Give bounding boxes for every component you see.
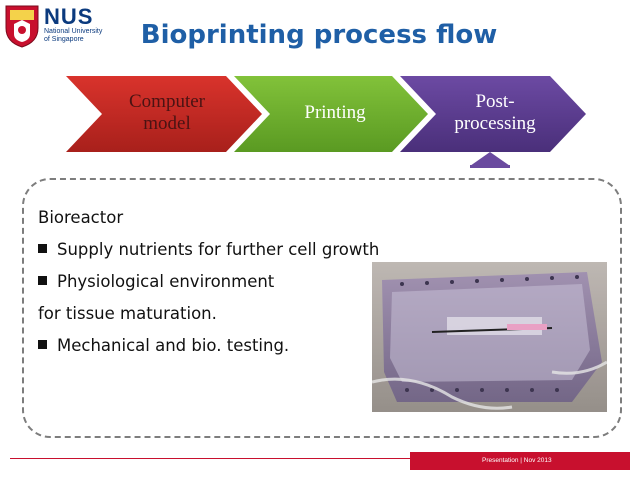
bullet-text-nutrients: Supply nutrients for further cell growth: [57, 240, 380, 259]
flow-label-post-processing: Post- processing: [430, 91, 560, 135]
footer-divider: [10, 458, 410, 459]
square-bullet-icon: [38, 276, 47, 285]
bullet-item: Mechanical and bio. testing.: [38, 330, 379, 362]
bioreactor-callout-panel: [22, 178, 622, 438]
callout-pointer: [470, 152, 510, 168]
bioreactor-description: Bioreactor Supply nutrients for further …: [38, 202, 379, 362]
bullet-item: Supply nutrients for further cell growth: [38, 234, 379, 266]
logo-subtitle-line1: National University: [44, 28, 103, 35]
flow-label-computer-model-line1: Computer: [129, 91, 205, 112]
flow-step-computer-model: [66, 76, 262, 152]
flow-label-computer-model-line2: model: [143, 113, 191, 134]
nus-logo: NUS National University of Singapore: [4, 4, 134, 50]
slide-title: Bioprinting process flow: [140, 20, 498, 50]
section-heading: Bioreactor: [38, 208, 124, 227]
bullet-text-testing: Mechanical and bio. testing.: [57, 336, 290, 355]
nus-crest-icon: [5, 5, 39, 48]
bullet-text-environment: Physiological environment: [57, 272, 275, 291]
bullet-item: Physiological environment: [38, 266, 379, 298]
flow-label-printing: Printing: [270, 102, 400, 124]
footer-text: Presentation | Nov 2013: [482, 457, 552, 464]
flow-label-post-processing-line1: Post-: [475, 91, 515, 112]
footer-bar: Presentation | Nov 2013: [410, 452, 630, 470]
continuation-text: for tissue maturation.: [38, 304, 217, 323]
square-bullet-icon: [38, 340, 47, 349]
flow-label-computer-model: Computer model: [102, 91, 232, 135]
process-flow-arrows: [66, 76, 586, 152]
process-flow: Computer model Printing Post- processing: [66, 74, 586, 154]
logo-subtitle-line2: of Singapore: [44, 36, 84, 43]
bioreactor-photo: [372, 262, 607, 412]
flow-step-post-processing: [400, 76, 586, 152]
logo-name: NUS: [44, 4, 94, 29]
flow-label-post-processing-line2: processing: [454, 113, 536, 134]
flow-step-printing: [234, 76, 428, 152]
flow-label-printing-line1: Printing: [304, 102, 366, 123]
square-bullet-icon: [38, 244, 47, 253]
